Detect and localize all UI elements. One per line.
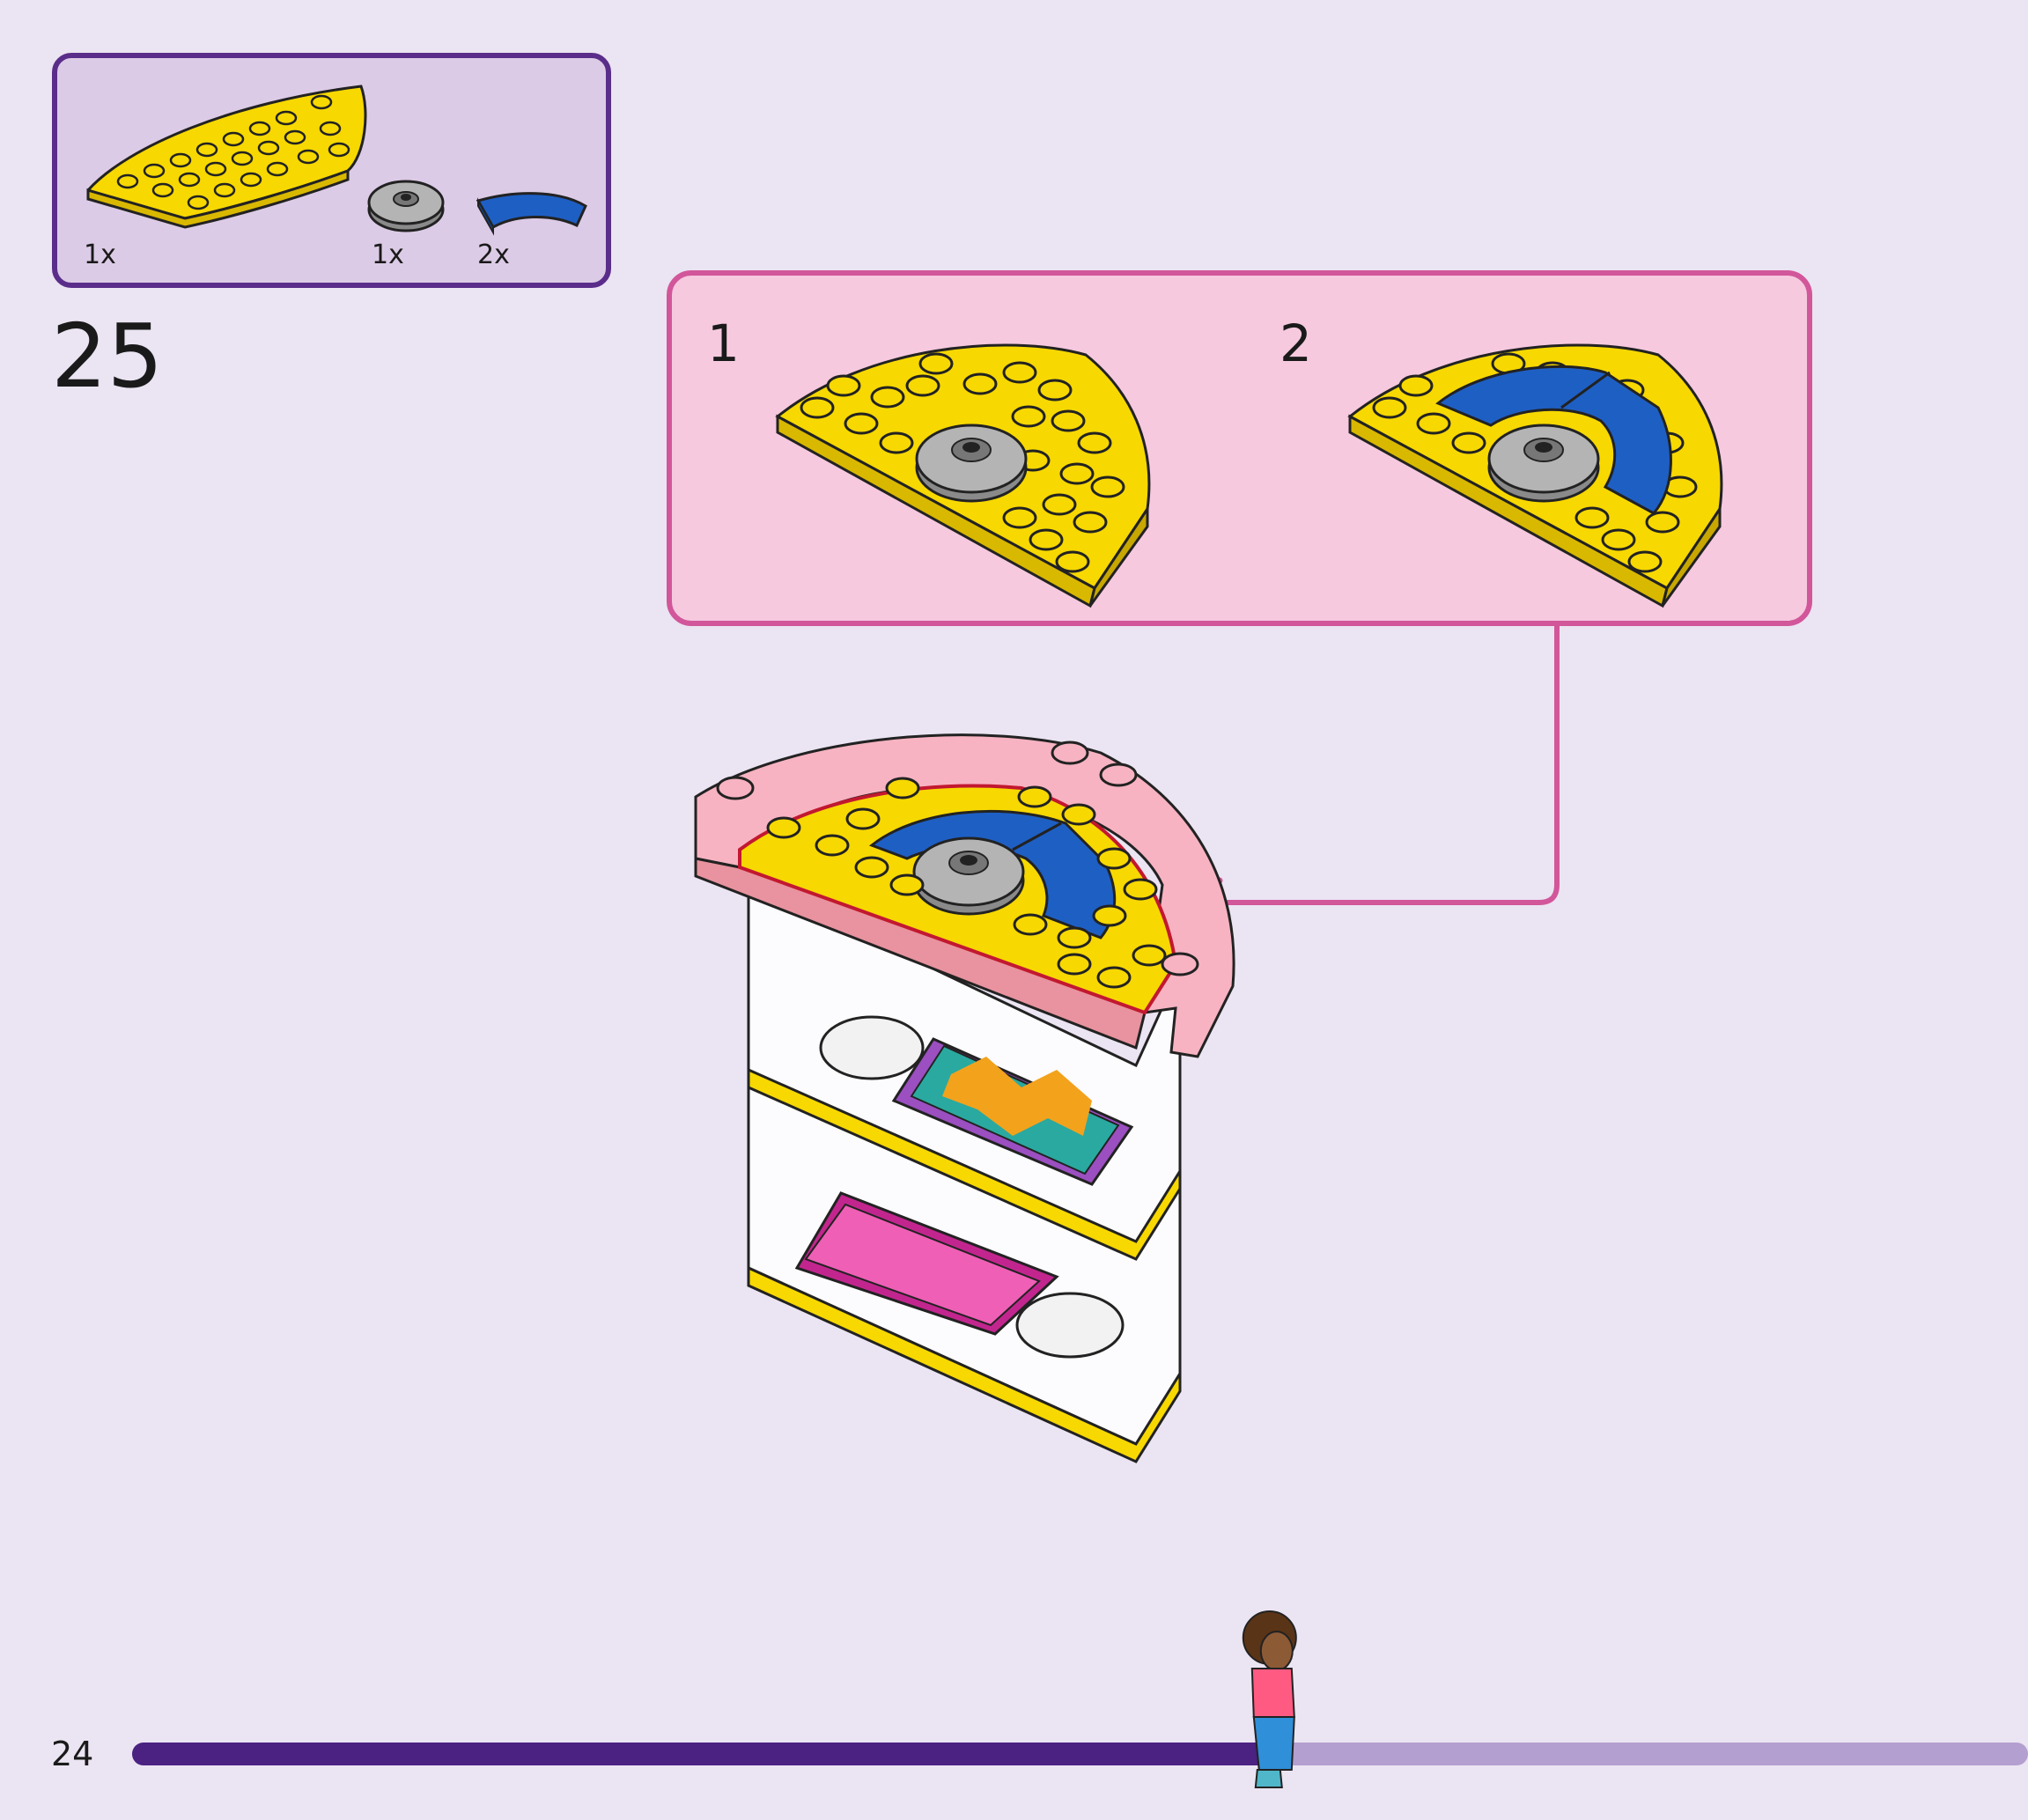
page-number: 24 [51, 1737, 93, 1771]
callout-connector-line [1198, 626, 1557, 903]
progress-bar [132, 1743, 2028, 1765]
main-build-assembly [696, 735, 1234, 1462]
progress-fill [132, 1743, 1270, 1765]
